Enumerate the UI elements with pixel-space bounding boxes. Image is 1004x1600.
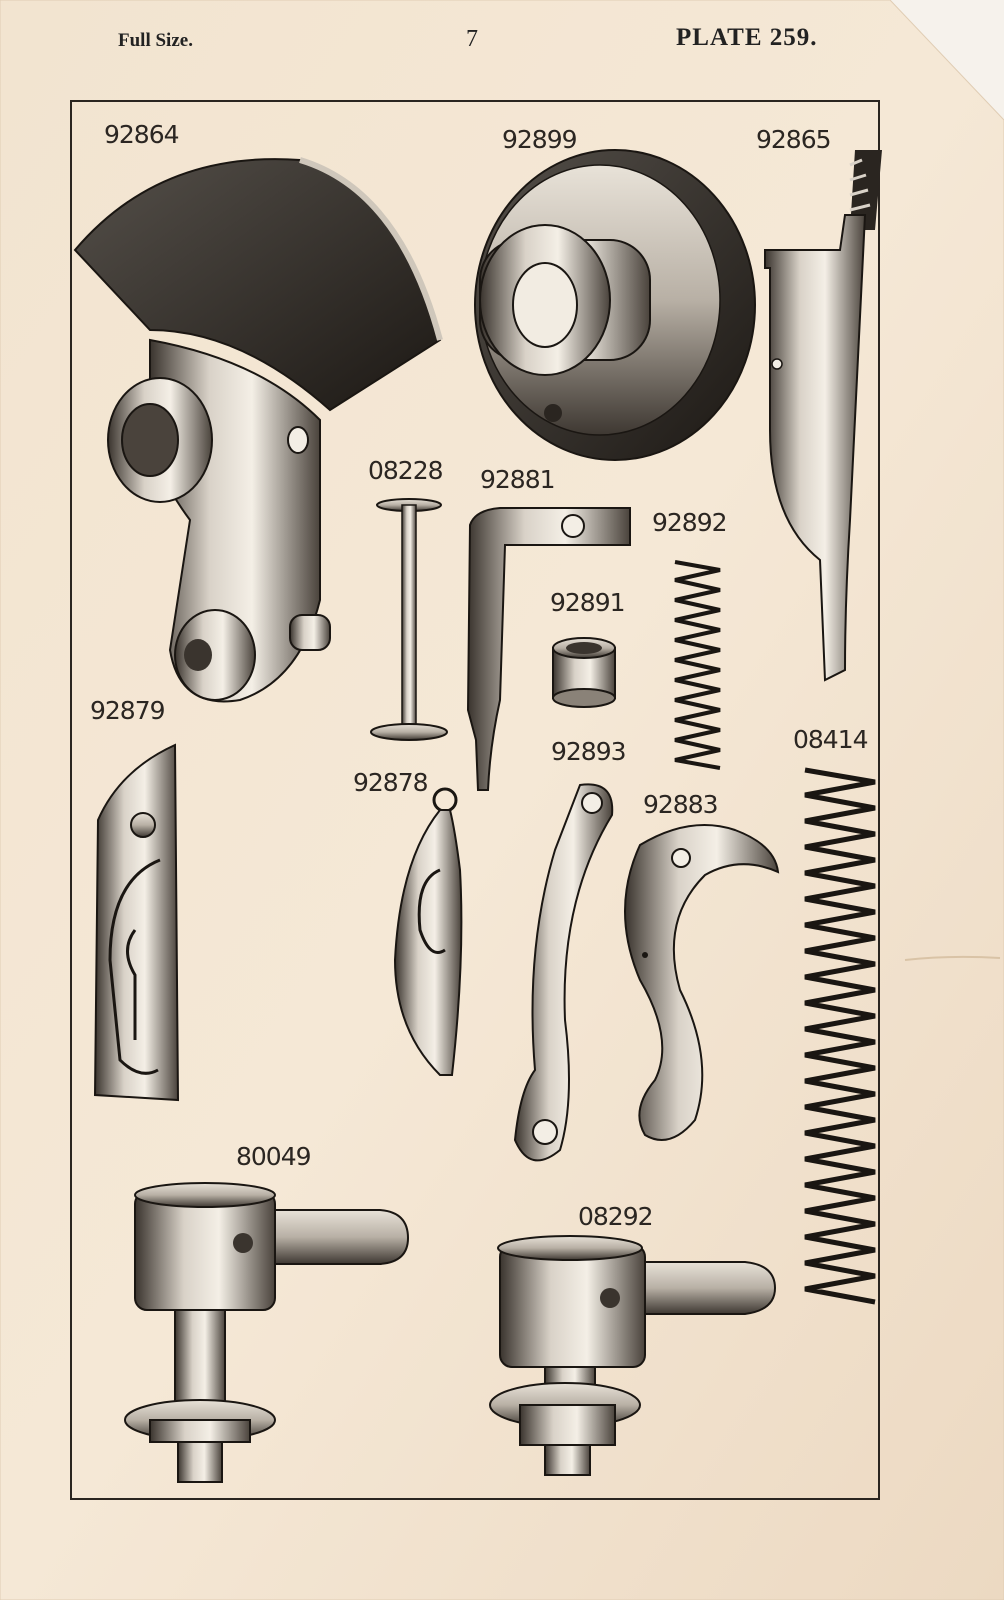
needle-bar-icon [93,743,180,1102]
part-number-08414: 08414 [793,725,869,754]
cam-wheel-icon [474,149,756,461]
long-spring-icon [804,767,876,1305]
part-number-80049: 80049 [236,1142,312,1171]
part-number-92883: 92883 [643,790,719,819]
part-number-92893: 92893 [551,737,627,766]
part-number-08228: 08228 [368,456,444,485]
hook-plate-icon [393,787,463,1076]
part-number-92865: 92865 [756,125,832,154]
s-lever-icon [624,824,780,1141]
part-number-92881: 92881 [480,465,556,494]
part-number-92864: 92864 [104,120,180,149]
part-number-92878: 92878 [353,768,429,797]
part-number-92892: 92892 [652,508,728,537]
shaft-pin-icon [370,498,448,741]
curved-link-icon [513,783,614,1162]
stud-large-icon [124,1182,410,1483]
plate-label: PLATE 259. [676,24,818,51]
part-number-08292: 08292 [578,1202,654,1231]
part-number-92891: 92891 [550,588,626,617]
feed-bar-icon [764,150,882,682]
part-number-92899: 92899 [502,125,578,154]
crank-lever-with-sector-icon [73,157,443,703]
short-spring-icon [674,560,721,770]
stud-small-icon [489,1235,777,1476]
page-number: 7 [466,26,478,52]
bushing-icon [552,637,616,708]
part-number-92879: 92879 [90,696,166,725]
plate-frame [70,100,880,1500]
scale-label: Full Size. [118,30,193,51]
l-bracket-icon [466,507,631,791]
